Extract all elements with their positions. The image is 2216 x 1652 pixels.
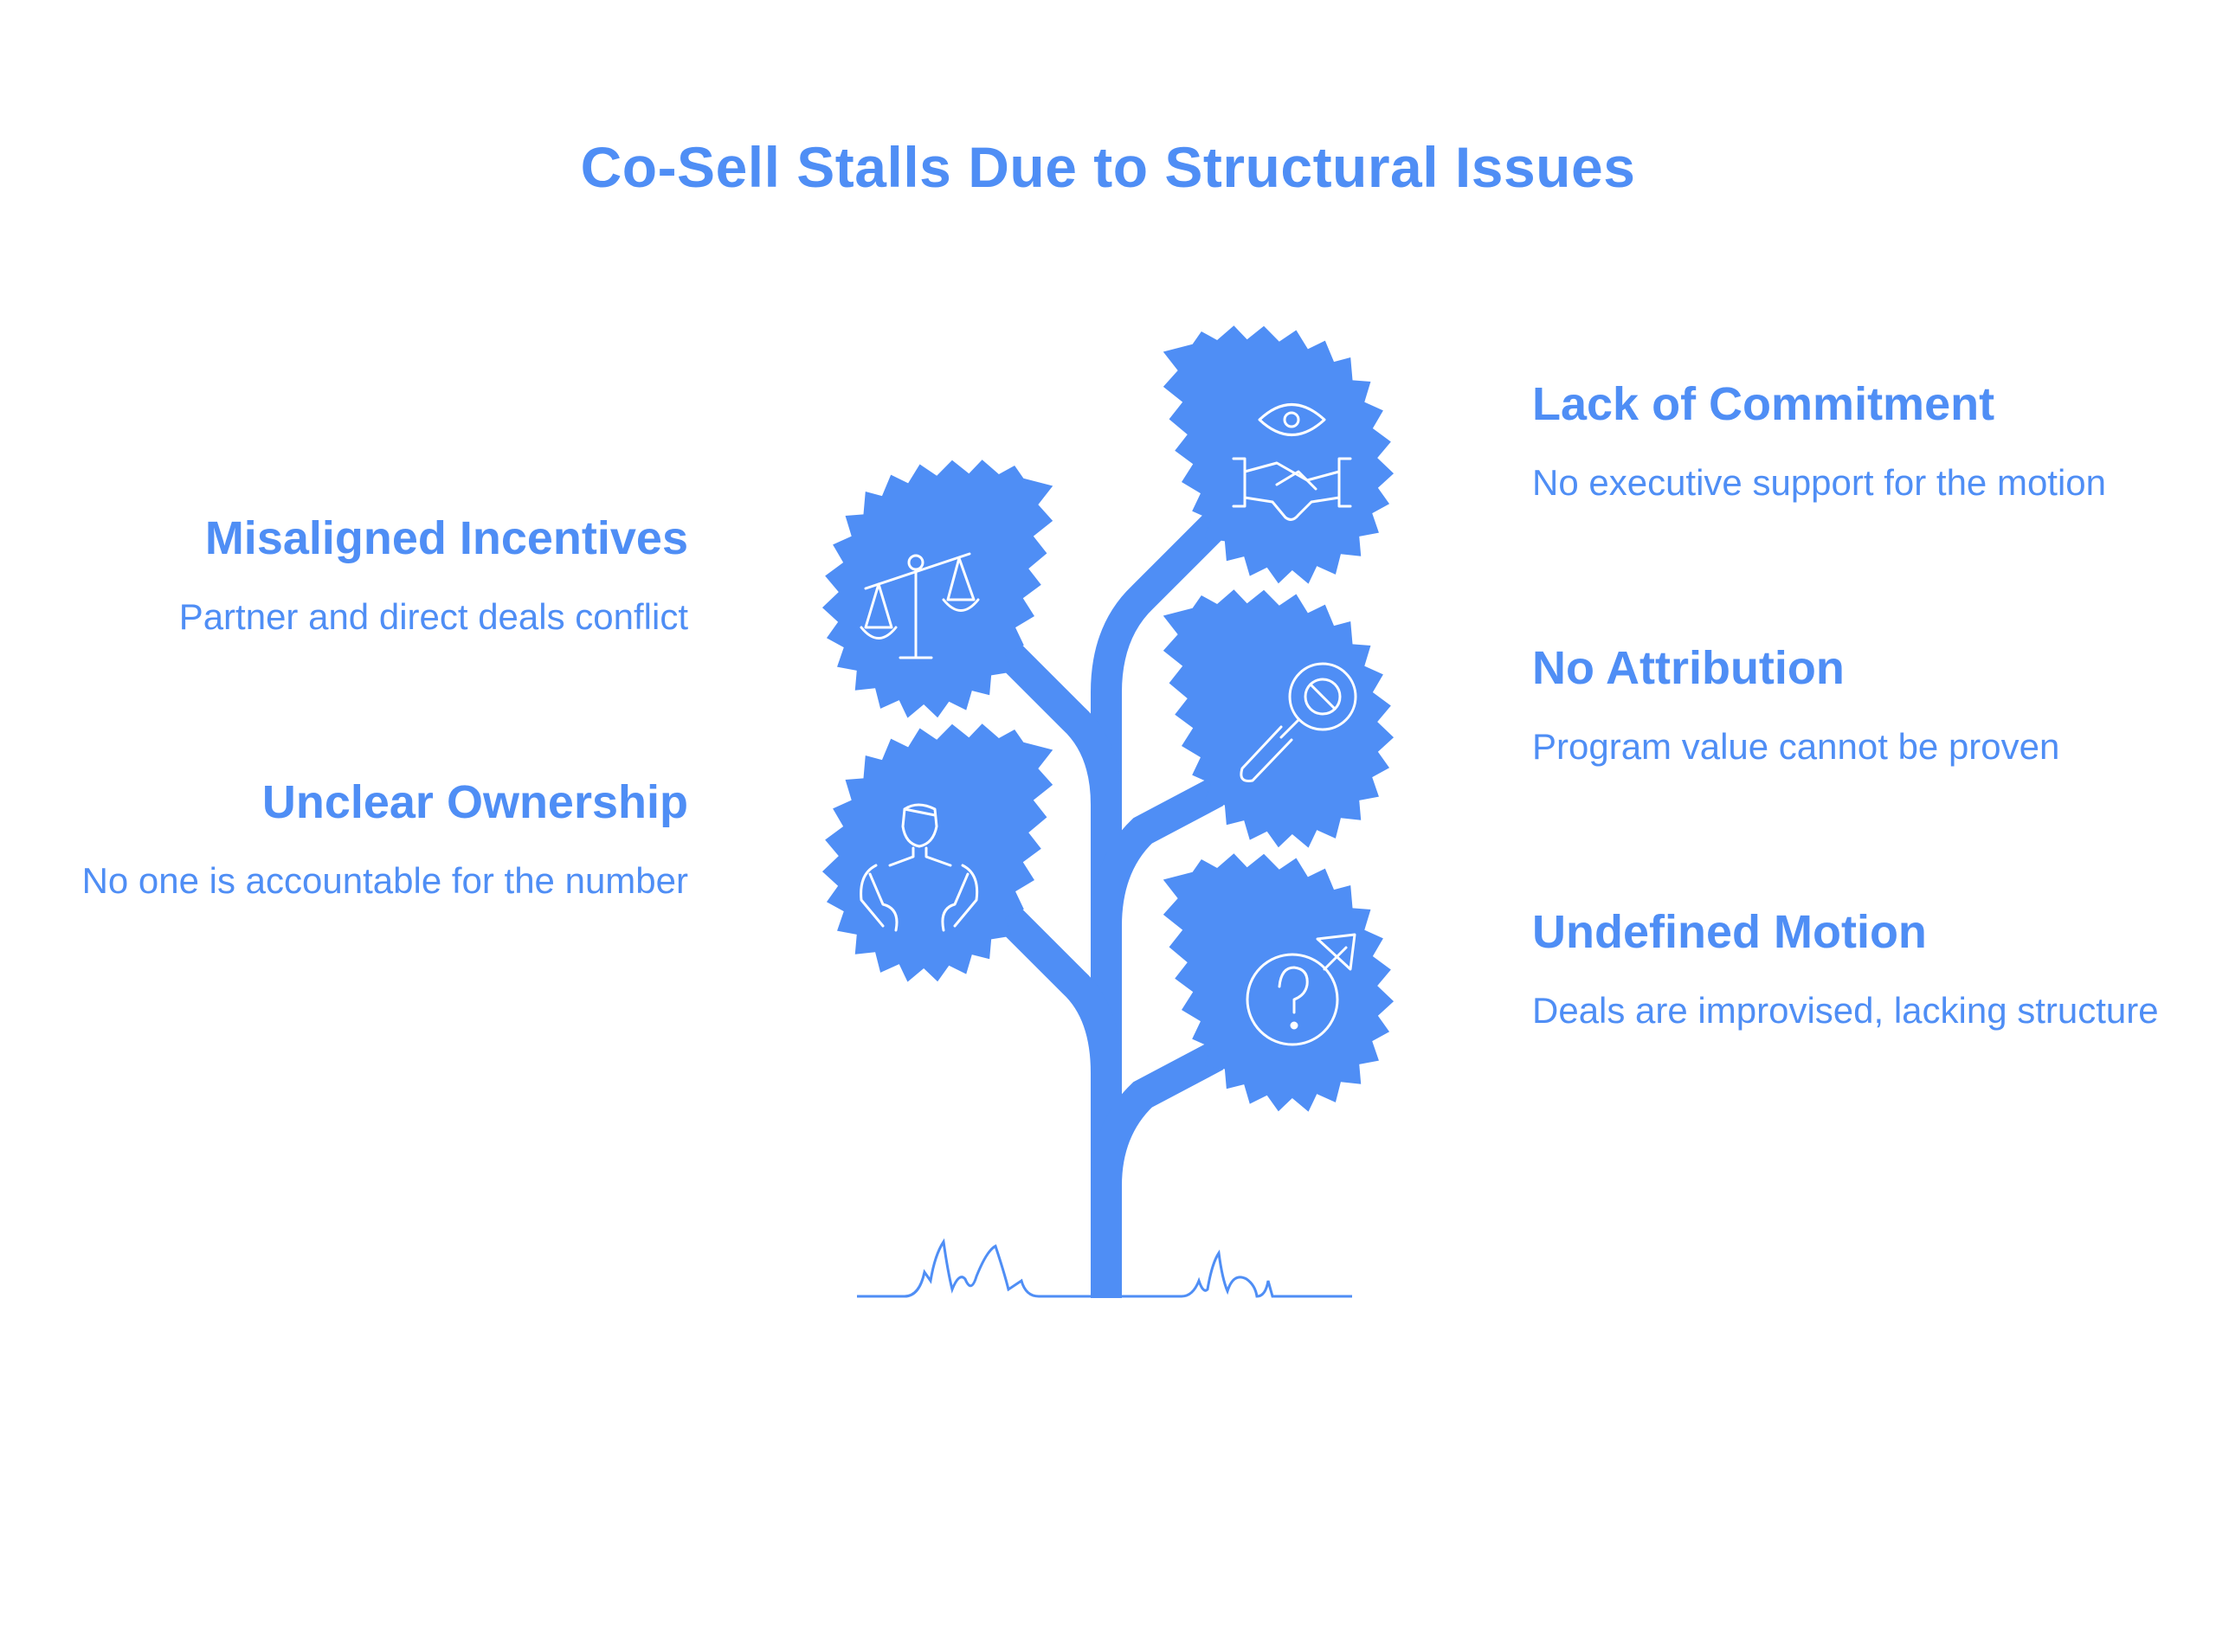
issue-title: Misaligned Incentives xyxy=(204,512,688,564)
balance-scale-icon xyxy=(860,552,980,659)
issue-description: Deals are improvised, lacking structure xyxy=(1532,990,2159,1032)
issue-title: Lack of Commitment xyxy=(1532,378,1995,430)
ground-grass xyxy=(857,1237,1352,1298)
issue-no-attribution: No Attribution Program value cannot be p… xyxy=(1532,642,2216,768)
issue-description: Partner and direct deals conflict xyxy=(178,596,688,638)
issue-misaligned-incentives: Misaligned Incentives Partner and direct… xyxy=(0,512,688,638)
question-arrow-icon xyxy=(1246,933,1356,1046)
issue-title: No Attribution xyxy=(1532,642,1845,694)
issue-description: Program value cannot be proven xyxy=(1532,726,2060,768)
eye-handshake-icon xyxy=(1232,403,1352,521)
issue-description: No executive support for the motion xyxy=(1532,462,2107,504)
leaf-misaligned-incentives xyxy=(813,447,1058,730)
person-hands-icon xyxy=(860,803,979,932)
leaf-lack-of-commitment xyxy=(1158,312,1403,595)
leaf-no-attribution xyxy=(1158,576,1403,859)
issue-undefined-motion: Undefined Motion Deals are improvised, l… xyxy=(1532,906,2216,1032)
issue-title: Undefined Motion xyxy=(1532,906,1927,958)
issue-lack-of-commitment: Lack of Commitment No executive support … xyxy=(1532,378,2216,504)
leaf-undefined-motion xyxy=(1158,840,1403,1123)
page-title: Co-Sell Stalls Due to Structural Issues xyxy=(580,135,1636,199)
magnifier-blocked-icon xyxy=(1240,662,1357,782)
leaf-unclear-ownership xyxy=(813,710,1058,993)
issue-description: No one is accountable for the number xyxy=(81,860,688,902)
issue-unclear-ownership: Unclear Ownership No one is accountable … xyxy=(0,776,688,902)
tree-trunk xyxy=(989,512,1227,1298)
issue-title: Unclear Ownership xyxy=(261,776,688,828)
